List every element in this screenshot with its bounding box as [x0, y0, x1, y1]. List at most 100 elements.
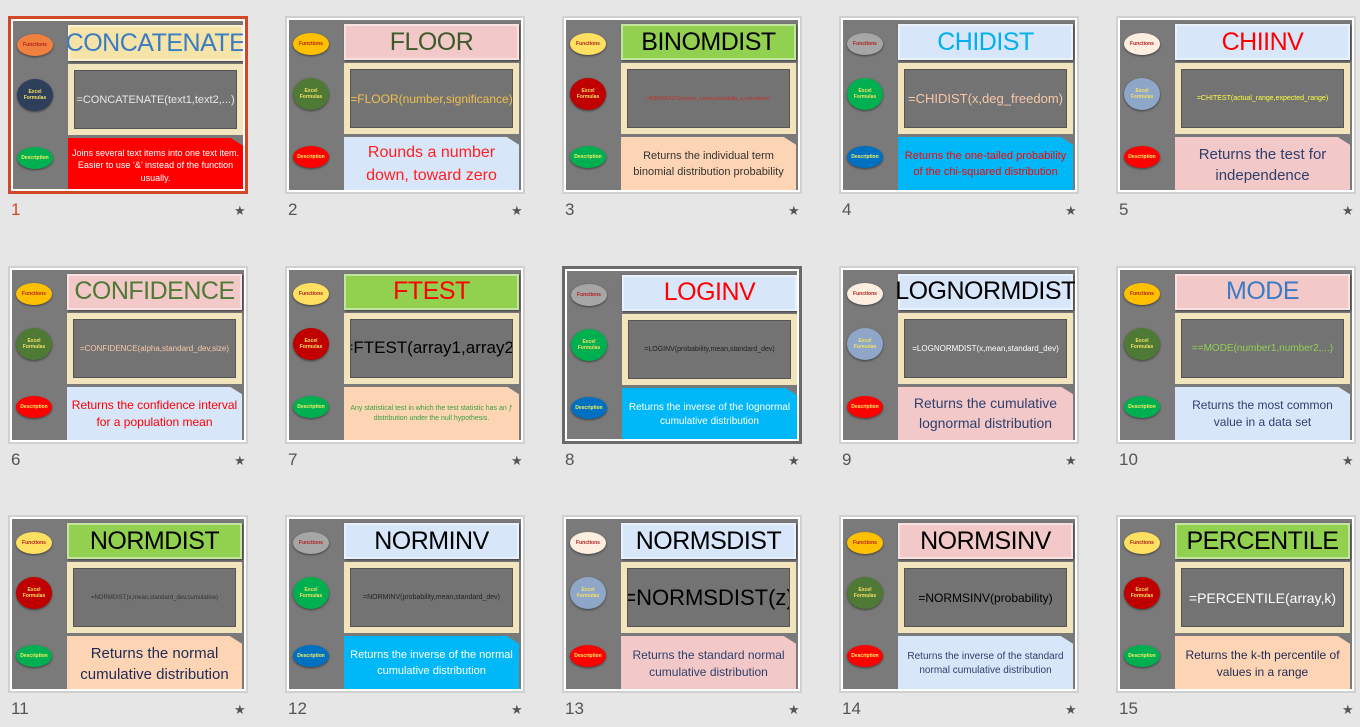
animation-star-icon[interactable]: ★	[234, 452, 246, 468]
animation-star-icon[interactable]: ★	[1065, 452, 1077, 468]
excel-formulas-oval: Excel Formulas	[847, 78, 883, 110]
functions-oval: Functions	[1124, 33, 1160, 55]
description-oval: Description	[570, 146, 606, 168]
formula-text: =NORMDIST(x,mean,standard_dev,cumulative…	[73, 568, 236, 627]
functions-oval: Functions	[17, 34, 53, 56]
slide-thumbnail-frame[interactable]: Functions Excel Formulas Description CHI…	[839, 16, 1079, 194]
formula-frame: =LOGNORMDIST(x,mean,standard_dev)	[898, 312, 1073, 384]
animation-star-icon[interactable]: ★	[511, 203, 523, 218]
slide-canvas: Functions Excel Formulas Description MOD…	[1120, 269, 1352, 440]
functions-oval: Functions	[1124, 532, 1160, 554]
slide-thumbnail-frame[interactable]: Functions Excel Formulas Description NOR…	[285, 515, 525, 693]
slide-thumbnail-frame[interactable]: Functions Excel Formulas Description LOG…	[562, 265, 802, 444]
excel-formulas-oval: Excel Formulas	[570, 78, 606, 110]
slide-thumbnail-frame[interactable]: Functions Excel Formulas Description FLO…	[285, 16, 525, 194]
formula-text: =FTEST(array1,array2)	[350, 318, 513, 378]
slide-canvas: Functions Excel Formulas Description LOG…	[567, 270, 797, 439]
functions-oval: Functions	[1124, 282, 1160, 305]
animation-star-icon[interactable]: ★	[1342, 452, 1354, 468]
excel-formulas-oval: Excel Formulas	[570, 577, 606, 609]
slide-number: 12	[288, 699, 307, 718]
slide-thumbnail-frame[interactable]: Functions Excel Formulas Description CON…	[8, 265, 248, 444]
description-text: Returns the one-tailed probability of th…	[898, 137, 1073, 190]
formula-text: =LOGINV(probability,mean,standard_dev)	[628, 319, 791, 379]
function-title: BINOMDIST	[621, 24, 796, 60]
function-title: CHIINV	[1175, 24, 1350, 60]
slide-canvas: Functions Excel Formulas Description NOR…	[289, 519, 521, 689]
slide-thumbnail-frame[interactable]: Functions Excel Formulas Description CON…	[8, 16, 248, 194]
slide-canvas: Functions Excel Formulas Description LOG…	[843, 269, 1075, 440]
function-title: CONFIDENCE	[67, 273, 242, 310]
description-oval: Description	[16, 395, 52, 418]
slide-thumbnail-frame[interactable]: Functions Excel Formulas Description LOG…	[839, 265, 1079, 444]
animation-star-icon[interactable]: ★	[788, 702, 800, 717]
excel-formulas-oval: Excel Formulas	[571, 328, 607, 361]
formula-frame: =NORMSINV(probability)	[898, 562, 1073, 633]
formula-text: =NORMINV(probability,mean,standard_dev)	[350, 568, 513, 627]
slide-number: 9	[842, 449, 852, 469]
description-oval: Description	[571, 396, 607, 419]
formula-text: =NORMSINV(probability)	[904, 568, 1067, 627]
slide-thumbnail-frame[interactable]: Functions Excel Formulas Description NOR…	[839, 515, 1079, 693]
slide-canvas: Functions Excel Formulas Description FLO…	[289, 20, 521, 190]
excel-formulas-oval: Excel Formulas	[1124, 78, 1160, 110]
slide-number: 14	[842, 699, 861, 718]
function-title: NORMDIST	[67, 523, 242, 559]
formula-frame: =CONCATENATE(text1,text2,...)	[68, 64, 243, 135]
description-text: Rounds a number down, toward zero	[344, 137, 519, 190]
formula-frame: =LOGINV(probability,mean,standard_dev)	[622, 313, 797, 385]
slide-number: 8	[565, 449, 575, 469]
function-title: LOGNORMDIST	[895, 273, 1075, 310]
slide-thumbnail-frame[interactable]: Functions Excel Formulas Description CHI…	[1116, 16, 1356, 194]
description-text: Returns the inverse of the normal cumula…	[344, 636, 519, 689]
description-text: Joins several text items into one text i…	[68, 138, 243, 189]
excel-formulas-oval: Excel Formulas	[293, 577, 329, 609]
description-oval: Description	[293, 146, 329, 168]
animation-star-icon[interactable]: ★	[1342, 702, 1354, 717]
slide-thumbnail-frame[interactable]: Functions Excel Formulas Description FTE…	[285, 265, 525, 444]
description-oval: Description	[16, 645, 52, 667]
animation-star-icon[interactable]: ★	[788, 452, 800, 468]
animation-star-icon[interactable]: ★	[1342, 203, 1354, 218]
excel-formulas-oval: Excel Formulas	[17, 79, 53, 111]
description-oval: Description	[293, 395, 329, 418]
slide-canvas: Functions Excel Formulas Description CHI…	[843, 20, 1075, 190]
description-oval: Description	[1124, 395, 1160, 418]
slide-thumbnail-frame[interactable]: Functions Excel Formulas Description PER…	[1116, 515, 1356, 693]
excel-formulas-oval: Excel Formulas	[1124, 577, 1160, 609]
slide-thumbnail-frame[interactable]: Functions Excel Formulas Description NOR…	[562, 515, 802, 693]
description-text: Returns the individual term binomial dis…	[621, 137, 796, 190]
animation-star-icon[interactable]: ★	[788, 203, 800, 218]
formula-text: ==MODE(number1,number2,...)	[1181, 318, 1344, 378]
animation-star-icon[interactable]: ★	[1065, 203, 1077, 218]
slide-canvas: Functions Excel Formulas Description NOR…	[12, 519, 244, 689]
animation-star-icon[interactable]: ★	[1065, 702, 1077, 717]
slide-canvas: Functions Excel Formulas Description CON…	[13, 21, 243, 189]
slide-number: 1	[11, 200, 21, 219]
description-oval: Description	[293, 645, 329, 667]
slide-number: 6	[11, 449, 21, 469]
formula-frame: ==MODE(number1,number2,...)	[1175, 312, 1350, 384]
description-text: Returns the most common value in a data …	[1175, 386, 1350, 440]
functions-oval: Functions	[570, 33, 606, 55]
slide-number: 10	[1119, 449, 1138, 469]
animation-star-icon[interactable]: ★	[511, 702, 523, 717]
animation-star-icon[interactable]: ★	[234, 702, 246, 717]
function-title: NORMSDIST	[621, 523, 796, 559]
description-text: Returns the test for independence	[1175, 137, 1350, 190]
animation-star-icon[interactable]: ★	[511, 452, 523, 468]
animation-star-icon[interactable]: ★	[234, 203, 246, 218]
slide-thumbnail-frame[interactable]: Functions Excel Formulas Description NOR…	[8, 515, 248, 693]
slide-number: 15	[1119, 699, 1138, 718]
formula-frame: =FLOOR(number,significance)	[344, 63, 519, 134]
formula-text: =NORMSDIST(z)	[627, 568, 790, 627]
formula-text: =CONFIDENCE(alpha,standard_dev,size)	[73, 318, 236, 378]
slide-thumbnail-frame[interactable]: Functions Excel Formulas Description MOD…	[1116, 265, 1356, 444]
slide-thumbnail-frame[interactable]: Functions Excel Formulas Description BIN…	[562, 16, 802, 194]
slide-canvas: Functions Excel Formulas Description PER…	[1120, 519, 1352, 689]
function-title: FLOOR	[344, 24, 519, 60]
functions-oval: Functions	[16, 282, 52, 305]
functions-oval: Functions	[16, 532, 52, 554]
function-title: NORMINV	[344, 523, 519, 559]
slide-canvas: Functions Excel Formulas Description FTE…	[289, 269, 521, 440]
